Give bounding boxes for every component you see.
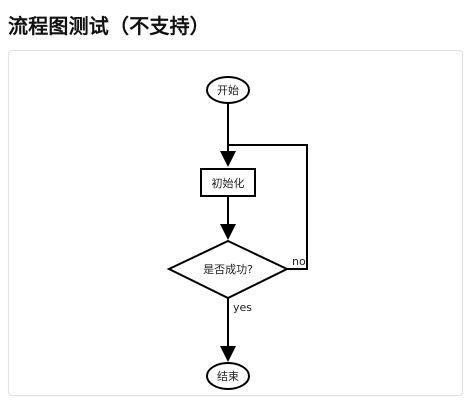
decision-node: 是否成功?	[166, 239, 290, 300]
end-node: 结束	[206, 362, 250, 390]
flowchart-container: 开始 初始化 是否成功? no yes 结束	[8, 50, 463, 396]
edge-label-yes: yes	[233, 301, 252, 314]
start-node: 开始	[206, 76, 250, 104]
init-node: 初始化	[200, 168, 256, 197]
edge-decision-to-init-no	[228, 144, 308, 270]
start-node-label: 开始	[217, 83, 239, 97]
edge-label-no: no	[292, 255, 306, 268]
flowchart-diagram: 开始 初始化 是否成功? no yes 结束	[166, 76, 308, 390]
init-node-label: 初始化	[212, 176, 245, 190]
decision-node-label: 是否成功?	[203, 263, 253, 276]
page-title: 流程图测试（不支持）	[8, 14, 210, 38]
end-node-label: 结束	[217, 370, 239, 383]
